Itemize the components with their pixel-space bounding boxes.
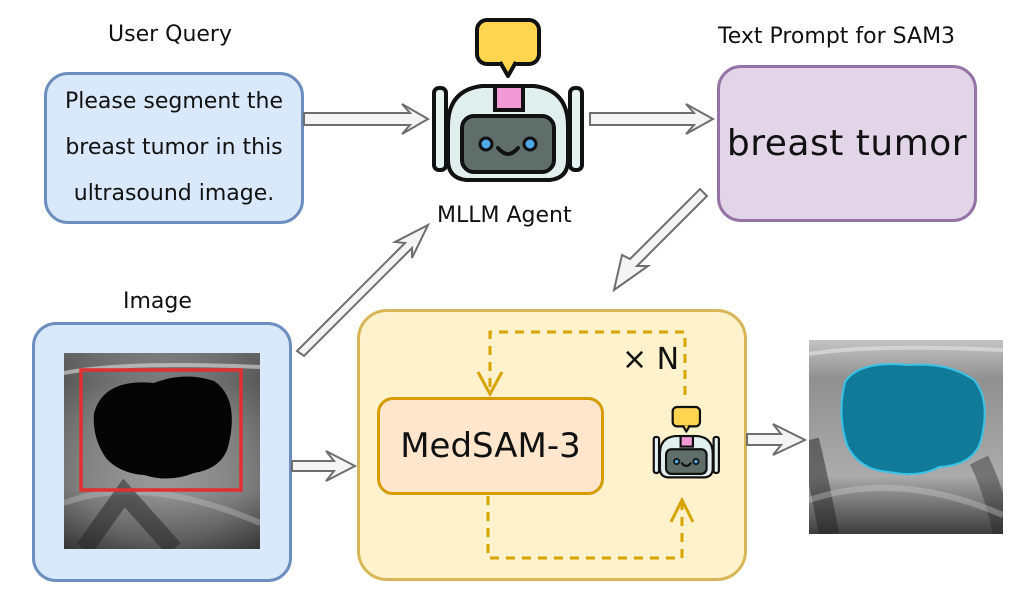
arrow-image-to-loop (291, 450, 358, 482)
dashed-loop-top (488, 330, 687, 395)
arrow-loop-to-output (746, 423, 808, 456)
medsam3-label: MedSAM-3 (400, 426, 581, 466)
text-prompt-value: breast tumor (726, 123, 968, 164)
arrow-prompt-to-loop (612, 187, 709, 293)
mllm-agent-label: MLLM Agent (437, 203, 572, 228)
loop-agent-robot-icon (652, 405, 720, 479)
medsam3-model-box: MedSAM-3 (377, 397, 604, 495)
dashed-loop-bottom (486, 496, 684, 560)
user-query-text: Please segment the breast tumor in this … (65, 89, 283, 206)
loop-arrowhead-down (476, 371, 504, 398)
bounding-box (79, 368, 243, 492)
user-query-box: Please segment the breast tumor in this … (44, 72, 304, 224)
input-ultrasound-image (64, 353, 260, 549)
arrow-agent-to-prompt (589, 103, 716, 135)
input-image-box (32, 322, 292, 582)
text-prompt-label: Text Prompt for SAM3 (718, 24, 956, 49)
mllm-agent-robot-icon (432, 18, 584, 182)
output-segmentation-image (809, 340, 1003, 534)
tumor-region (93, 376, 232, 479)
arrow-query-to-agent (303, 103, 431, 135)
segmentation-mask (840, 363, 986, 476)
arrow-image-to-agent (295, 222, 431, 358)
loop-arrowhead-up (669, 496, 695, 523)
text-prompt-box: breast tumor (717, 65, 977, 222)
loop-count-label: × N (622, 342, 680, 377)
image-label: Image (123, 289, 192, 314)
user-query-label: User Query (108, 22, 232, 47)
